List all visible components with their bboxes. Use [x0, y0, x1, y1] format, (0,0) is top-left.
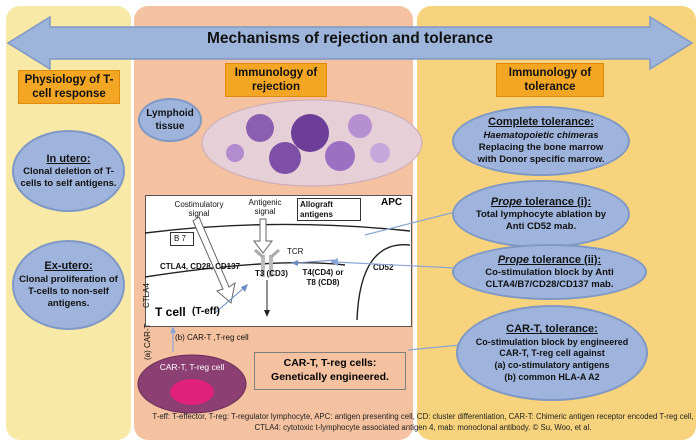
ex-utero-oval: Ex-utero: Clonal proliferation of T-cell…: [12, 240, 125, 330]
prope-i-title-em: Prope: [490, 195, 523, 208]
costim-molecules-label: CTLA4, CD28, CD137: [160, 262, 241, 271]
car-t-engineered-box: CAR-T, T-reg cells: Genetically engineer…: [254, 352, 406, 390]
prope-i-text: Total lymphocyte ablation by Anti CD52 m…: [475, 208, 607, 233]
title-arrow: [6, 15, 694, 71]
car-t-tolerance-title: CAR-T, tolerance:: [506, 323, 598, 336]
prope-ii-text: Co-stimulation block by Anti CLTA4/B7/CD…: [485, 266, 614, 291]
complete-tolerance-oval: Complete tolerance: Haematopoietic chime…: [452, 106, 630, 176]
prope-tolerance-ii-oval: Prope tolerance (ii): Co-stimulation blo…: [452, 244, 647, 300]
car-t-cell: [137, 354, 247, 414]
car-t-treg-bottom-label: (b) CAR-T ,T-reg cell: [175, 333, 249, 342]
prope-tolerance-i-oval: Prope tolerance (i): Total lymphocyte ab…: [452, 180, 630, 248]
car-t-tolerance-text1: Co-stimulation block by engineered CAR-T…: [475, 336, 629, 359]
t4-t8-label: T4(CD4) or T8 (CD8): [302, 268, 344, 287]
header-rejection: Immunology of rejection: [225, 63, 327, 97]
t-eff-label: (T-eff): [192, 306, 220, 317]
b7-box: B 7: [170, 232, 194, 247]
car-t-tolerance-oval: CAR-T, tolerance: Co-stimulation block b…: [456, 305, 648, 401]
lymphoid-tissue-label: Lymphoid tissue: [146, 108, 194, 132]
apc-label: APC: [381, 197, 403, 208]
header-tolerance: Immunology of tolerance: [496, 63, 604, 97]
prope-ii-title: tolerance (ii):: [529, 253, 602, 266]
t-cell-label: T cell: [155, 305, 186, 319]
complete-tolerance-text: Replacing the bone marrow with Donor spe…: [477, 141, 605, 166]
apc-diagram-lines: [145, 216, 410, 321]
allograft-antigens-box: Allograft antigens: [297, 198, 361, 222]
t3-label: T3 (CD3): [255, 269, 288, 278]
ex-utero-text: Clonal proliferation of T-cells to non-s…: [19, 273, 118, 310]
car-t-tolerance-text3: (b) common HLA-A A2: [504, 371, 600, 382]
ex-utero-title: Ex-utero:: [44, 260, 93, 273]
antigenic-signal-label: Antigenic signal: [248, 198, 282, 217]
cd52-label: CD52: [373, 263, 394, 272]
caption: T-eff: T-effector, T-reg: T-regulator ly…: [152, 412, 694, 432]
car-t-cell-label: CAR-T, T-reg cell: [159, 362, 225, 372]
apc-tcell-diagram: [145, 195, 412, 327]
lymphoid-tissue-oval: Lymphoid tissue: [138, 98, 202, 142]
costim-signal-label: Costimulatory signal: [174, 200, 224, 219]
in-utero-text: Clonal deletion of T-cells to self antig…: [20, 165, 117, 190]
lymphoid-cells-image: [201, 99, 423, 187]
tcr-label: TCR: [287, 247, 304, 256]
prope-i-title: tolerance (i):: [522, 195, 592, 208]
car-t-tolerance-text2: (a) co-stimulatory antigens: [494, 360, 610, 371]
complete-tolerance-sub: Haematopoietic chimeras: [483, 129, 599, 141]
complete-tolerance-title: Complete tolerance:: [488, 116, 594, 129]
page-title: Mechanisms of rejection and tolerance: [207, 30, 493, 47]
in-utero-title: In utero:: [46, 152, 91, 165]
header-physiology: Physiology of T-cell response: [18, 70, 120, 104]
in-utero-oval: In utero: Clonal deletion of T-cells to …: [12, 130, 125, 212]
prope-ii-title-em: Prope: [497, 253, 530, 266]
